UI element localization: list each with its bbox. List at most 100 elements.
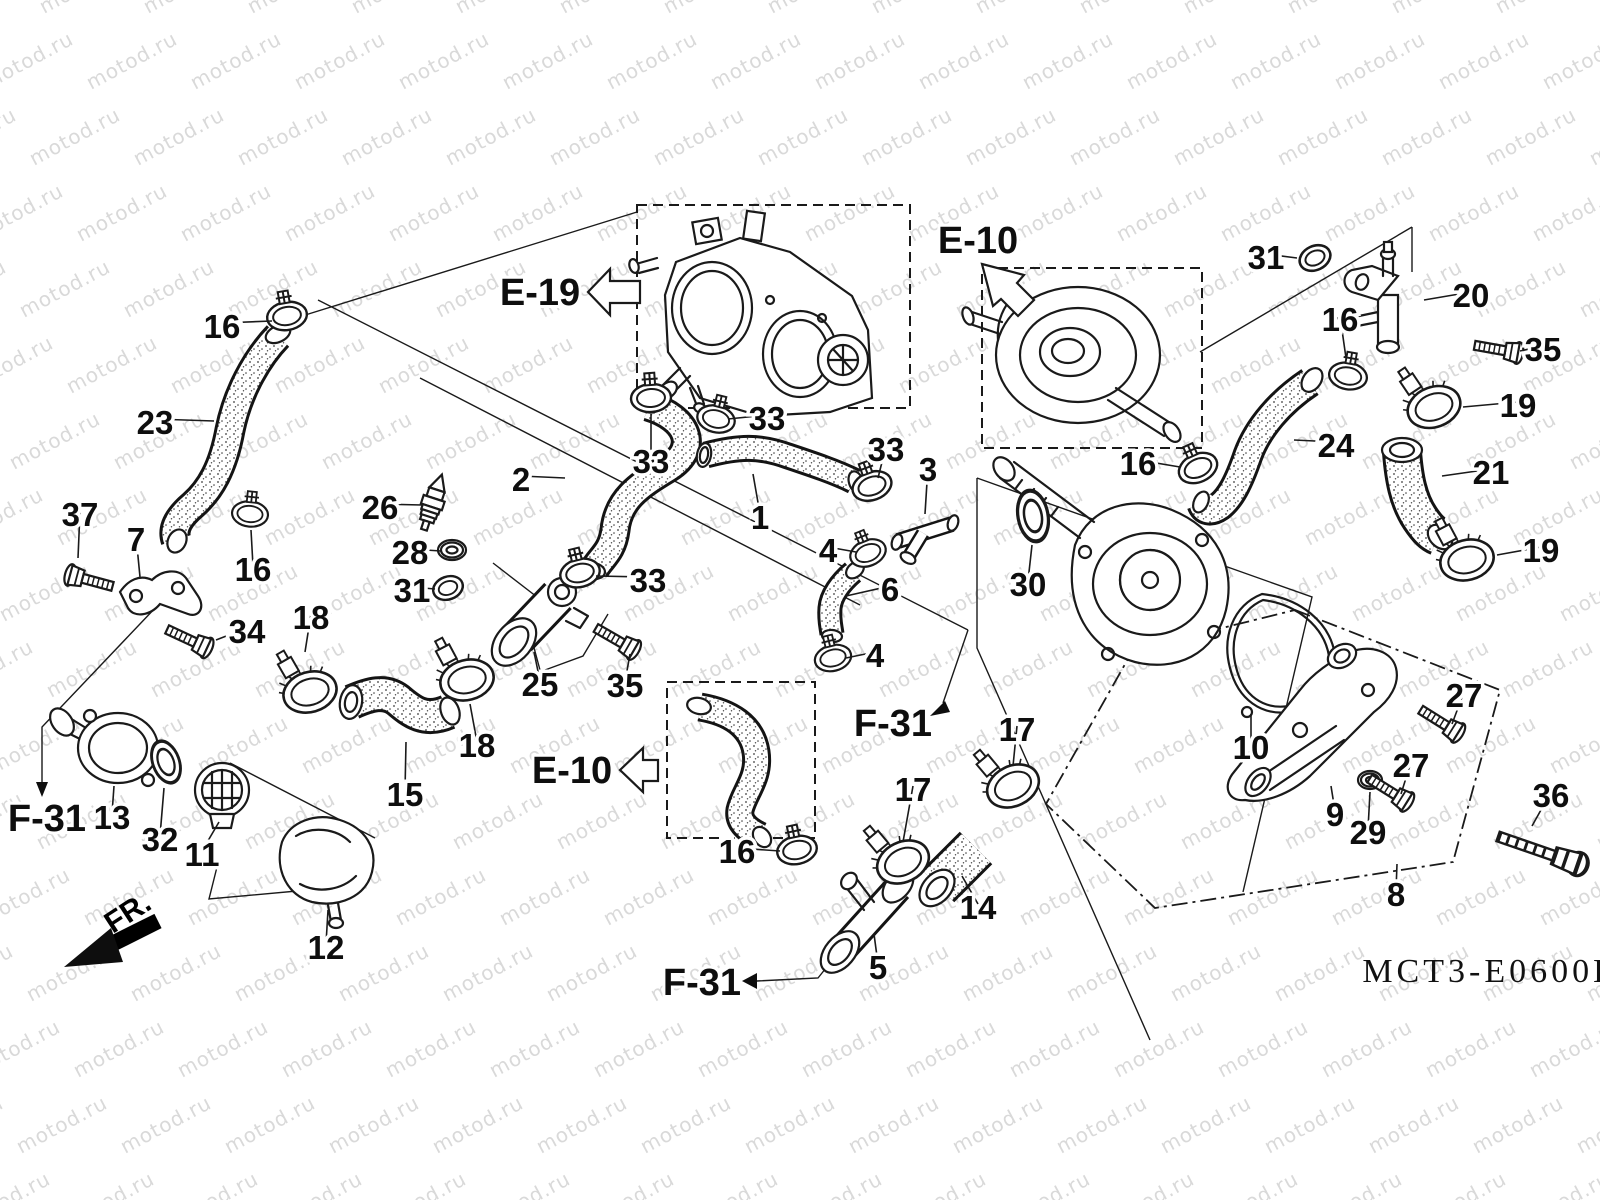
watermark-text: motod.ru — [914, 26, 1013, 94]
part-number-16: 16 — [719, 833, 756, 870]
part-number-9: 9 — [1326, 796, 1344, 833]
thermostat-cover-13 — [49, 707, 160, 788]
watermark-text: motod.ru — [599, 862, 698, 930]
watermark-text: motod.ru — [874, 634, 973, 702]
watermark-text: motod.ru — [1015, 862, 1114, 930]
watermark-text: motod.ru — [941, 406, 1040, 474]
part-number-35: 35 — [607, 667, 644, 704]
part-number-13: 13 — [94, 799, 131, 836]
part-number-6: 6 — [881, 571, 899, 608]
watermark-text: motod.ru — [666, 634, 765, 702]
leader-line — [1496, 546, 1542, 556]
watermark-text: motod.ru — [797, 1014, 896, 1082]
leader-line — [409, 548, 442, 552]
part-number-25: 25 — [522, 666, 559, 703]
watermark-text: motod.ru — [280, 178, 379, 246]
bracket-7 — [118, 570, 203, 616]
clamp-18b — [425, 626, 500, 708]
watermark-text: motod.ru — [1575, 254, 1600, 322]
hose-1 — [695, 434, 865, 494]
watermark-text: motod.ru — [693, 1014, 792, 1082]
watermark-text: motod.ru — [1498, 634, 1597, 702]
watermark-text: motod.ru — [297, 710, 396, 778]
hose-bypass — [686, 692, 773, 849]
part-number-34: 34 — [229, 613, 266, 650]
watermark-text: motod.ru — [277, 1014, 376, 1082]
part-number-17: 17 — [999, 711, 1036, 748]
thermostat-housing-25 — [490, 576, 590, 667]
watermark-text: motod.ru — [894, 330, 993, 398]
watermark-text: motod.ru — [0, 634, 37, 702]
leader-line — [304, 613, 312, 653]
watermark-text: motod.ru — [186, 26, 285, 94]
watermark-text: motod.ru — [971, 0, 1070, 18]
watermark-text: motod.ru — [324, 1090, 423, 1158]
watermark-text: motod.ru — [1592, 786, 1600, 854]
watermark-text: motod.ru — [740, 1090, 839, 1158]
watermark-text: motod.ru — [901, 1014, 1000, 1082]
leader-line — [902, 785, 914, 843]
watermark-text: motod.ru — [1431, 862, 1530, 930]
part-number-14: 14 — [960, 889, 997, 926]
watermark-text: motod.ru — [394, 26, 493, 94]
part-number-32: 32 — [142, 821, 179, 858]
leader-line — [325, 909, 329, 945]
watermark-text: motod.ru — [220, 1090, 319, 1158]
watermark-text: motod.ru — [1411, 1166, 1510, 1200]
e10-top-arrow-icon — [980, 262, 1036, 318]
watermark-text: motod.ru — [1364, 1090, 1463, 1158]
watermark-text: motod.ru — [1377, 102, 1476, 170]
watermark-text: motod.ru — [371, 1166, 470, 1200]
watermark-text: motod.ru — [1005, 1014, 1104, 1082]
watermark-text: motod.ru — [126, 938, 225, 1006]
watermark-text: motod.ru — [542, 938, 641, 1006]
leader-line — [411, 586, 436, 590]
watermark-text: motod.ru — [1481, 102, 1580, 170]
watermark-text: motod.ru — [384, 178, 483, 246]
watermark-text: motod.ru — [1270, 938, 1369, 1006]
leader-line — [727, 414, 768, 420]
leader-line — [873, 933, 879, 965]
watermark-text: motod.ru — [0, 938, 17, 1006]
watermark-text: motod.ru — [495, 862, 594, 930]
leader-line — [1012, 725, 1018, 767]
watermark-text: motod.ru — [0, 0, 30, 18]
watermark-text: motod.ru — [995, 1166, 1094, 1200]
leader-line — [1531, 791, 1552, 827]
watermark-text: motod.ru — [1226, 26, 1325, 94]
watermark-text: motod.ru — [267, 1166, 366, 1200]
watermark-text: motod.ru — [0, 254, 10, 322]
watermark-text: motod.ru — [1129, 710, 1228, 778]
watermark-text: motod.ru — [1122, 26, 1221, 94]
oil-cooler — [961, 285, 1182, 443]
part-number-19: 19 — [1523, 532, 1560, 569]
watermark-text: motod.ru — [1525, 1014, 1600, 1082]
ref-label-f-31: F-31 — [8, 798, 86, 840]
watermark-text: motod.ru — [391, 862, 490, 930]
hose-24 — [1187, 367, 1324, 526]
leader-line — [827, 546, 857, 553]
leader-line — [1367, 791, 1371, 830]
watermark-text: motod.ru — [1468, 1090, 1567, 1158]
e10-bottom-arrow-icon — [618, 745, 660, 795]
watermark-text: motod.ru — [498, 26, 597, 94]
t-joint-3 — [890, 514, 960, 565]
watermark-text: motod.ru — [1555, 558, 1600, 626]
part-number-2: 2 — [512, 461, 530, 498]
watermark-text: motod.ru — [579, 1166, 678, 1200]
reference-arrows — [64, 262, 1036, 967]
pump-cover-assembly — [1226, 642, 1398, 802]
watermark-text: motod.ru — [706, 26, 805, 94]
watermark-text: motod.ru — [1515, 1166, 1600, 1200]
part-number-33: 33 — [868, 431, 905, 468]
watermark-text: motod.ru — [555, 0, 654, 18]
watermark-text: motod.ru — [1330, 26, 1429, 94]
watermark-text: motod.ru — [763, 0, 862, 18]
watermark-text: motod.ru — [1099, 1166, 1198, 1200]
dashed-box-oil-cooler — [981, 267, 1203, 449]
watermark-text: motod.ru — [290, 26, 389, 94]
e19-arrow-icon — [586, 266, 642, 318]
leader-line — [1519, 345, 1544, 352]
watermark-text: motod.ru — [1166, 938, 1265, 1006]
